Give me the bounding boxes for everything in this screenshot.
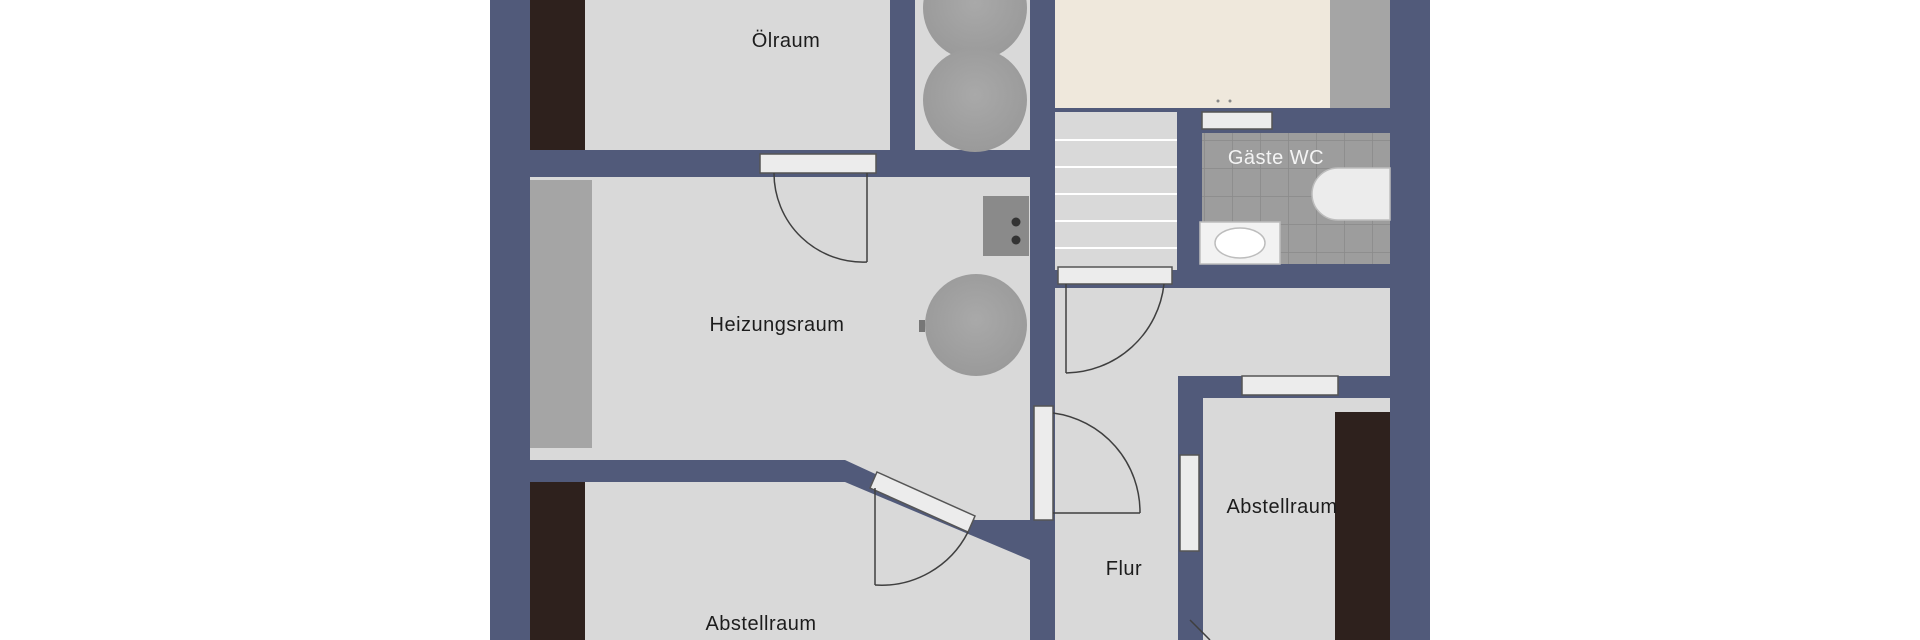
cabinet-bright-room bbox=[1330, 0, 1390, 108]
fixture-dot bbox=[1216, 99, 1220, 103]
stairs-floor bbox=[1055, 112, 1177, 270]
window-wc bbox=[1201, 111, 1273, 130]
door-abstellraum-right[interactable] bbox=[1189, 619, 1211, 640]
door-frame-oelraum bbox=[759, 153, 877, 174]
door-frame-flur bbox=[1033, 405, 1054, 521]
room-label-abstellraum-right: Abstellraum bbox=[1226, 496, 1337, 518]
shelf-abstellraum-bottom bbox=[530, 482, 585, 640]
door-stairs[interactable] bbox=[1065, 283, 1165, 374]
staircase bbox=[1055, 139, 1177, 249]
flur-floor bbox=[1055, 288, 1390, 376]
room-label-abstellraum-bottom: Abstellraum bbox=[705, 613, 816, 635]
window-abstellraum-right bbox=[1241, 375, 1339, 396]
abstellraum-bottom-floor bbox=[530, 482, 1030, 640]
door-flur[interactable] bbox=[1052, 412, 1141, 514]
oil-tank-bottom bbox=[923, 48, 1027, 152]
control-knob-2 bbox=[1011, 235, 1021, 245]
room-label-flur: Flur bbox=[1106, 558, 1142, 580]
wash-basin-bowl bbox=[1214, 227, 1266, 259]
shelf-oelraum bbox=[530, 0, 585, 150]
heizungsraum-floor bbox=[530, 177, 1030, 520]
shelf-abstellraum-right bbox=[1335, 412, 1390, 640]
cabinet-heizungsraum bbox=[530, 180, 592, 448]
door-frame-stairs bbox=[1057, 266, 1173, 285]
room-label-gaeste-wc: Gäste WC bbox=[1228, 147, 1324, 169]
heating-control-unit bbox=[983, 196, 1029, 256]
oil-tank-top bbox=[923, 0, 1027, 60]
door-abstellraum-bottom[interactable] bbox=[874, 488, 969, 586]
flur-lower-floor bbox=[1055, 376, 1178, 640]
control-knob-1 bbox=[1011, 217, 1021, 227]
oelraum-floor bbox=[530, 0, 890, 150]
door-oelraum[interactable] bbox=[773, 172, 868, 263]
room-label-heizungsraum: Heizungsraum bbox=[710, 314, 845, 336]
room-label-oelraum: Ölraum bbox=[752, 30, 821, 52]
boiler-connector bbox=[919, 320, 925, 332]
heating-boiler bbox=[925, 274, 1027, 376]
door-frame-abstellraum-right bbox=[1179, 454, 1200, 552]
fixture-dot bbox=[1228, 99, 1232, 103]
toilet bbox=[1311, 167, 1391, 221]
